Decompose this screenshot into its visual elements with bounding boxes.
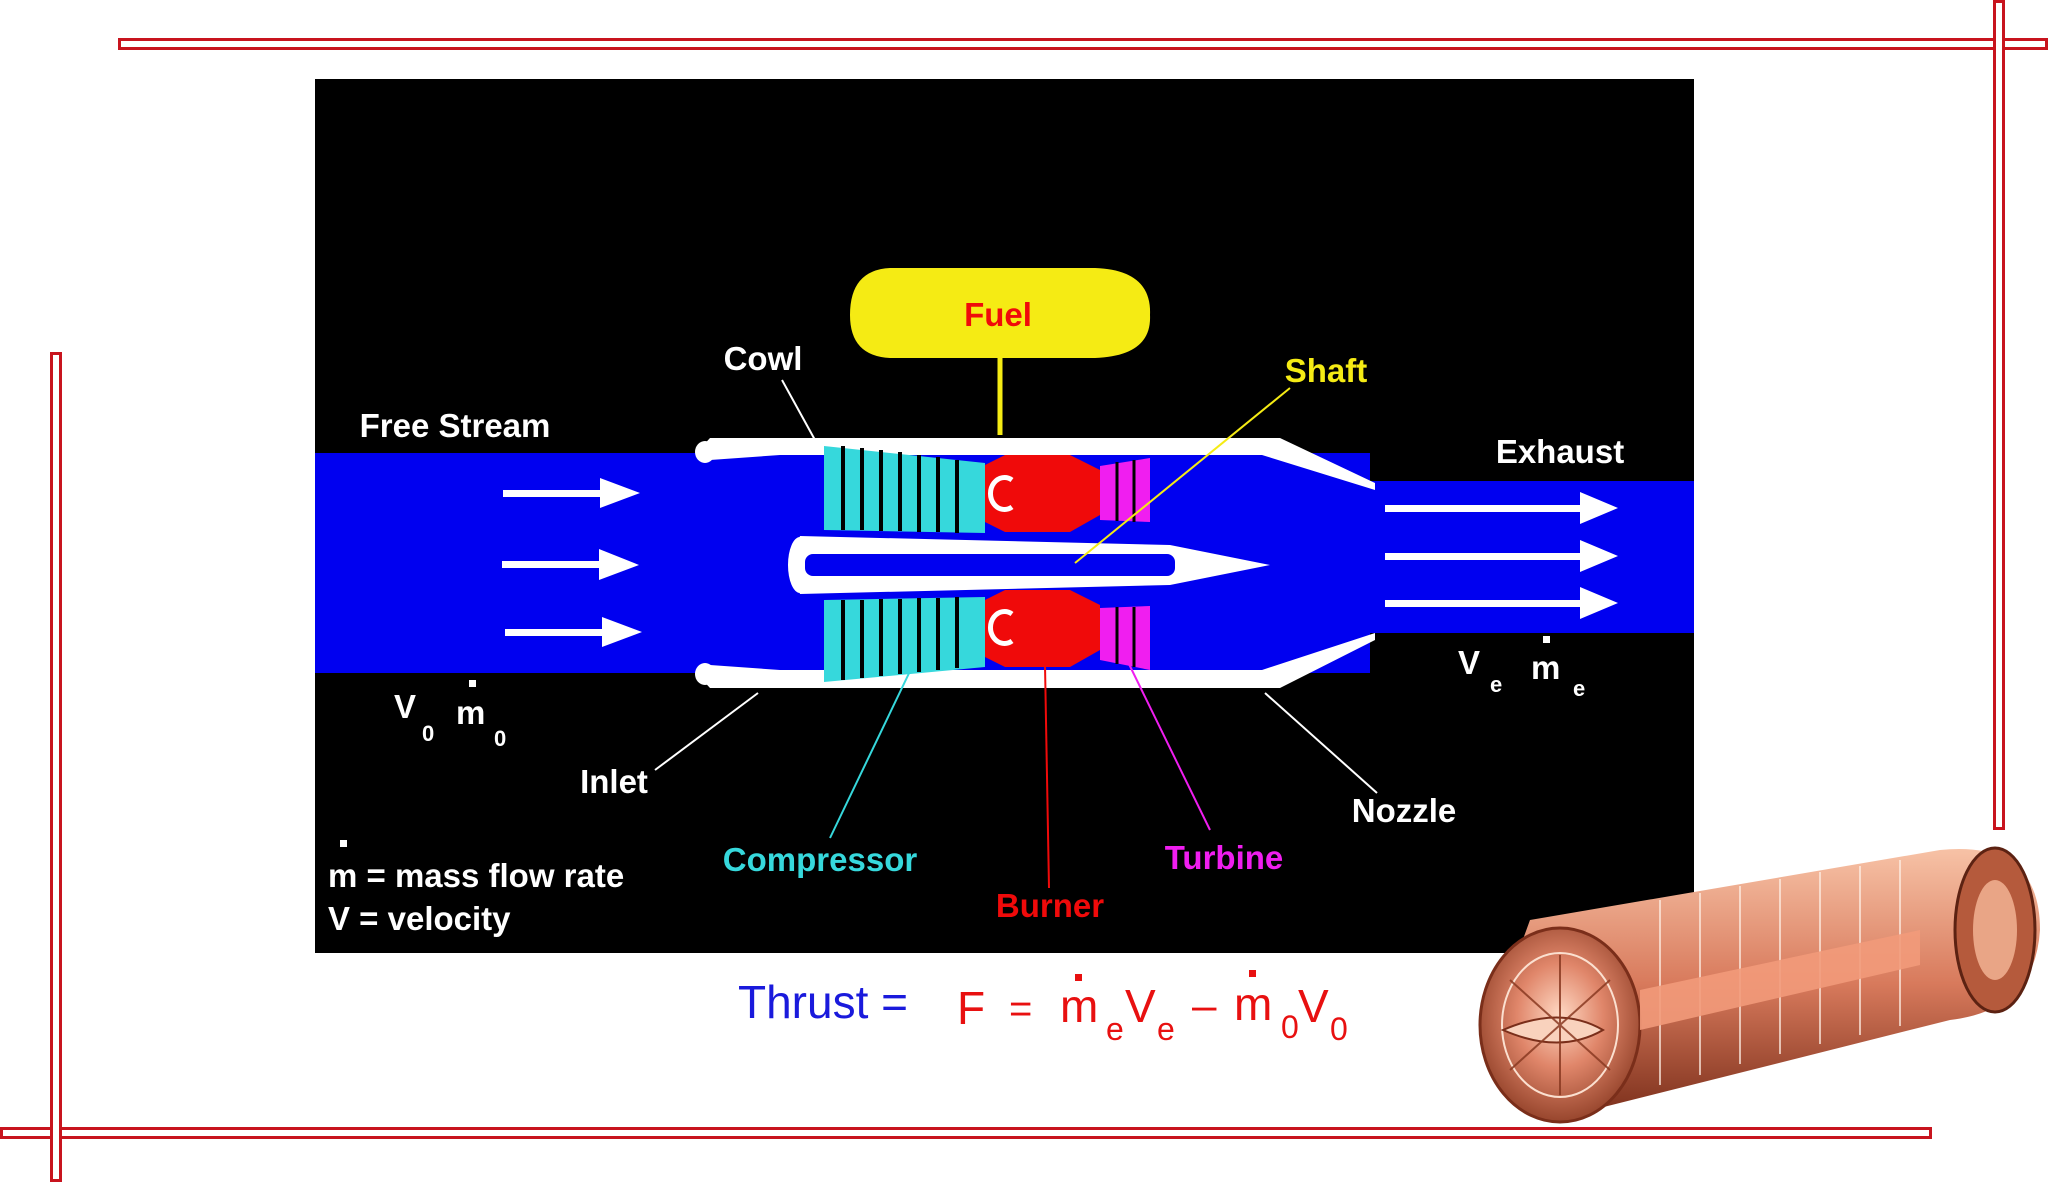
burner-bottom-chamber <box>988 609 1014 646</box>
exit-mass-symbol: m <box>1531 649 1560 686</box>
compressor-leader <box>829 666 913 839</box>
copper-jet-engine-image <box>1478 846 2040 1124</box>
exit-velocity-symbol: V <box>1458 644 1480 681</box>
burner-label: Burner <box>996 887 1104 924</box>
inlet-lip-top <box>695 441 715 463</box>
exit-mass-subscript: e <box>1573 676 1585 701</box>
frame-left-line <box>50 352 62 1182</box>
inlet-mass-flow-subscript: 0 <box>1281 1009 1299 1045</box>
shaft-leader <box>1074 387 1291 564</box>
inlet-mass-symbol: m <box>456 694 485 731</box>
shaft-label: Shaft <box>1285 352 1368 389</box>
force-symbol: F <box>957 982 985 1034</box>
turbine-top <box>1100 458 1150 522</box>
thrust-equation: Thrust = F = m e V e – m 0 V 0 <box>738 970 1348 1047</box>
exit-mass-flow-subscript: e <box>1106 1011 1124 1047</box>
equation-equals: = <box>1009 987 1032 1031</box>
fuel-tank <box>850 268 1151 358</box>
inlet-mass-flow-symbol: m <box>1234 978 1272 1030</box>
legend-mass-dot <box>340 840 347 847</box>
exhaust-flow-arrows <box>1385 492 1618 619</box>
inlet-leader <box>654 692 759 771</box>
nozzle-label: Nozzle <box>1352 792 1457 829</box>
frame-right-line <box>1993 0 2005 830</box>
compressor-label: Compressor <box>723 841 918 878</box>
fuel-label: Fuel <box>964 296 1032 333</box>
exit-symbols: V e m e <box>1458 636 1585 701</box>
legend-mass-symbol: m <box>328 857 357 894</box>
exhaust-label: Exhaust <box>1496 433 1624 470</box>
free-stream-label: Free Stream <box>360 407 551 444</box>
exit-velocity-term: V <box>1125 980 1156 1032</box>
shaft <box>805 554 1175 576</box>
legend-velocity-line: V = velocity <box>328 900 511 937</box>
inlet-velocity-term: V <box>1298 980 1329 1032</box>
inlet-label: Inlet <box>580 763 648 800</box>
thrust-label: Thrust = <box>738 976 908 1028</box>
burner-bottom <box>985 590 1100 667</box>
exit-mass-flow-dot <box>1075 974 1082 981</box>
legend-mass-text: = mass flow rate <box>357 857 624 894</box>
inlet-mass-dot <box>469 680 476 687</box>
turbine-bottom <box>1100 606 1150 670</box>
frame-bottom-line <box>0 1127 1932 1139</box>
spinner-nose <box>788 537 812 593</box>
inlet-velocity-symbol: V <box>394 688 416 725</box>
exit-velocity-term-subscript: e <box>1157 1011 1175 1047</box>
inlet-lip-bottom <box>695 663 715 685</box>
exit-mass-flow-symbol: m <box>1060 980 1098 1032</box>
compressor-top <box>824 446 985 533</box>
inlet-mass-flow-dot <box>1249 970 1256 977</box>
turbine-blades <box>1115 460 1136 667</box>
burner-top-chamber <box>988 475 1014 512</box>
cowl-leader <box>781 379 816 441</box>
inlet-symbols: V 0 m 0 <box>394 680 506 751</box>
turbine-leader <box>1126 659 1211 831</box>
compressor-blades <box>841 446 959 680</box>
frame-top-line <box>118 38 2048 50</box>
inlet-velocity-term-subscript: 0 <box>1330 1011 1348 1047</box>
compressor-bottom <box>824 597 985 682</box>
burner-leader <box>1044 664 1050 889</box>
inlet-velocity-subscript: 0 <box>422 721 434 746</box>
nozzle-leader <box>1264 692 1378 794</box>
exit-mass-dot <box>1543 636 1550 643</box>
legend-mass-line: m = mass flow rate <box>328 857 624 894</box>
turbine-label: Turbine <box>1165 839 1284 876</box>
burner-top <box>985 455 1100 532</box>
equation-minus: – <box>1192 981 1217 1030</box>
inlet-flow-arrows <box>502 478 642 647</box>
inlet-mass-subscript: 0 <box>494 726 506 751</box>
legend: m = mass flow rate V = velocity <box>328 840 624 937</box>
exit-velocity-subscript: e <box>1490 672 1502 697</box>
cowl-label: Cowl <box>724 340 803 377</box>
